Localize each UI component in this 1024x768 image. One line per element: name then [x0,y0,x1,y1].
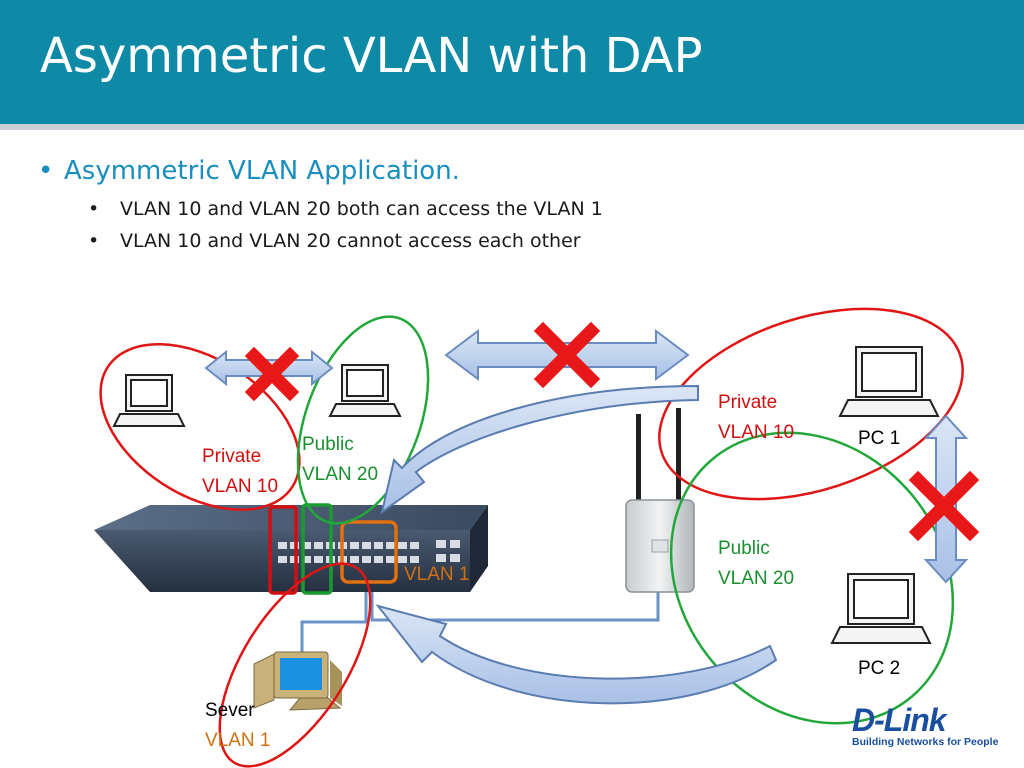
switch-vlan1-label: VLAN 1 [404,564,470,585]
vlan1-port-group [340,520,398,584]
main-bullet: • Asymmetric VLAN Application. [38,156,460,186]
title-bar [0,0,1024,124]
server-computer [253,651,342,711]
left-public-ellipse [296,315,430,525]
right-public-ellipse [669,431,955,725]
main-bullet-text: Asymmetric VLAN Application. [64,156,460,186]
laptop-left-private [112,374,186,427]
laptop-icons [112,346,940,644]
access-point [625,408,695,593]
logo-name: D-Link [852,702,947,738]
slide-title: Asymmetric VLAN with DAP [40,28,703,84]
pc1-label: PC 1 [858,428,901,449]
private-port-group [268,505,298,595]
bullet-dot: • [88,230,100,252]
sub-bullet-text: VLAN 10 and VLAN 20 both can access the … [120,198,603,220]
x-mark-left [244,346,300,402]
pc2-label: PC 2 [858,658,901,679]
logo-tagline: Building Networks for People [852,736,999,748]
x-mark-right [908,470,980,542]
dlink-logo: D-Link Building Networks for People [852,702,999,748]
server-vlan1-ellipse [218,562,372,768]
sub-bullet-text: VLAN 10 and VLAN 20 cannot access each o… [120,230,581,252]
public-port-group [301,503,333,595]
access-arrows [375,384,778,705]
bullet-dot: • [38,156,54,186]
x-mark-top [533,321,601,389]
bullet-dot: • [88,198,100,220]
laptop-pc2 [830,573,932,644]
sub-bullet-1: • VLAN 10 and VLAN 20 both can access the… [88,198,603,220]
laptop-left-public [328,364,402,417]
sub-bullet-2: • VLAN 10 and VLAN 20 cannot access each … [88,230,581,252]
switch [94,505,488,592]
right-private-ellipse [658,307,964,501]
curved-arrow-bottom [375,604,778,705]
curved-arrow-top [380,384,699,515]
vlan-ellipses [99,307,964,768]
blocked-x-marks [244,321,980,542]
title-bar-stripe [0,124,1024,130]
laptop-pc1 [838,346,940,417]
